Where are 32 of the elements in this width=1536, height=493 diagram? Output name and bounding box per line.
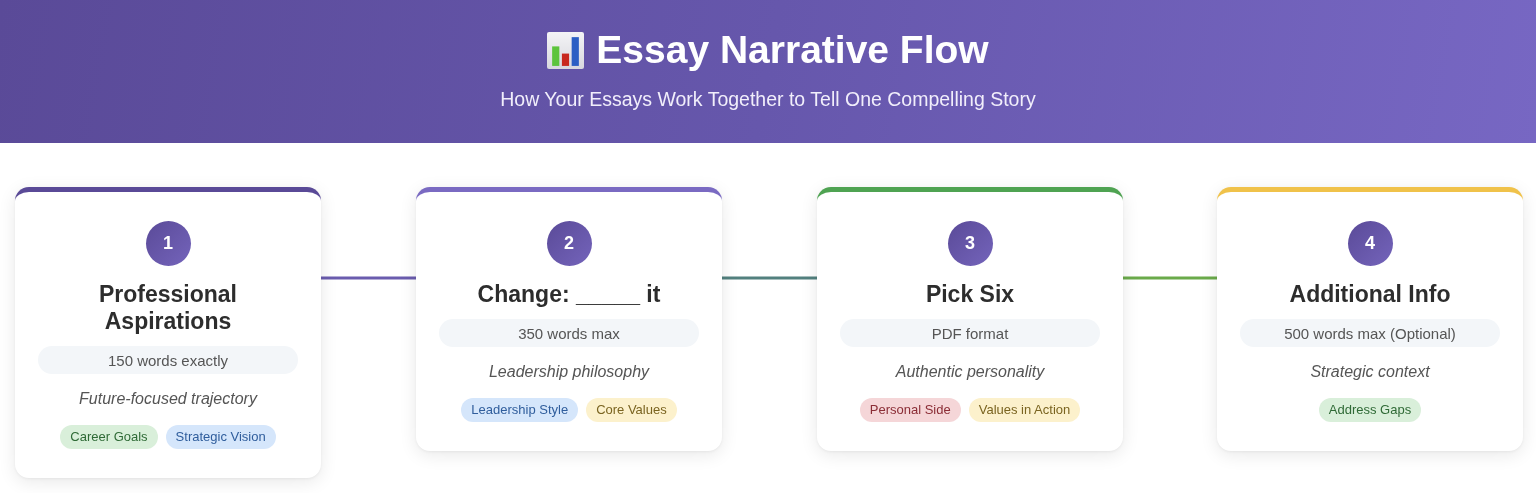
card-title: Professional Aspirations (97, 281, 238, 335)
card-title: Pick Six (925, 281, 1015, 308)
step-number: 3 (947, 221, 993, 266)
word-limit: PDF format (840, 319, 1100, 347)
card-subtitle: Future-focused trajectory (79, 389, 257, 409)
step-card (15, 187, 321, 478)
word-limit: 350 words max (439, 319, 699, 347)
card-subtitle: Strategic context (1310, 362, 1430, 382)
topic-tag: Core Values (586, 398, 677, 422)
step-card (817, 187, 1123, 451)
topic-tag: Personal Side (859, 398, 961, 422)
card-title: Additional Info (1289, 281, 1451, 308)
connector-line (1123, 276, 1217, 280)
topic-tag: Career Goals (60, 425, 158, 449)
step-card (416, 187, 722, 451)
card-subtitle: Authentic personality (895, 362, 1045, 382)
connector-line (321, 276, 416, 280)
topic-tag: Strategic Vision (165, 425, 276, 449)
card-subtitle: Leadership philosophy (488, 362, 650, 382)
word-limit: 500 words max (Optional) (1240, 319, 1500, 347)
card-title: Change: _____ it (477, 281, 661, 308)
step-card (1217, 187, 1523, 451)
page-title: Essay Narrative Flow (596, 27, 989, 73)
page-subtitle: How Your Essays Work Together to Tell One Compelling Story (500, 87, 1036, 111)
step-number: 4 (1347, 221, 1393, 266)
word-limit: 150 words exactly (38, 346, 298, 374)
topic-tag: Leadership Style (461, 398, 579, 422)
connector-line (722, 276, 817, 280)
topic-tag: Values in Action (968, 398, 1081, 422)
step-number: 2 (546, 221, 592, 266)
step-number: 1 (145, 221, 191, 266)
topic-tag: Address Gaps (1318, 398, 1422, 422)
